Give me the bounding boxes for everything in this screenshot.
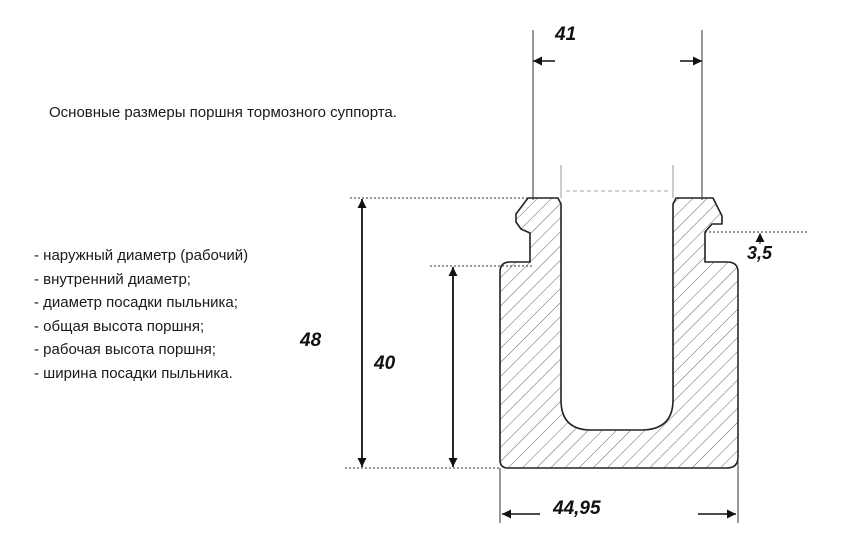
piston-cross-section [499, 197, 739, 469]
dim-label-total-height: 48 [299, 330, 322, 351]
dim-label-top-width: 41 [554, 24, 576, 45]
dim-label-groove: 3,5 [747, 243, 773, 263]
dim-label-outer-diameter: 44,95 [552, 498, 601, 519]
legend-item-boot-seat-width: - ширина посадки пыльника. [34, 364, 233, 382]
legend-item-total-height: - общая высота поршня; [34, 317, 205, 335]
legend-item-inner-diameter: - внутренний диаметр; [34, 270, 191, 288]
legend-item-working-height: - рабочая высота поршня; [34, 341, 216, 358]
legend-item-outer-diameter: - наружный диаметр (рабочий) [34, 247, 249, 264]
dim-label-working-height: 40 [373, 353, 396, 374]
diagram-caption: Основные размеры поршня тормозного суппо… [49, 104, 397, 121]
dimension-legend: - наружный диаметр (рабочий) - внутренни… [34, 244, 248, 385]
legend-item-boot-seat-diameter: - диаметр посадки пыльника; [34, 294, 238, 311]
